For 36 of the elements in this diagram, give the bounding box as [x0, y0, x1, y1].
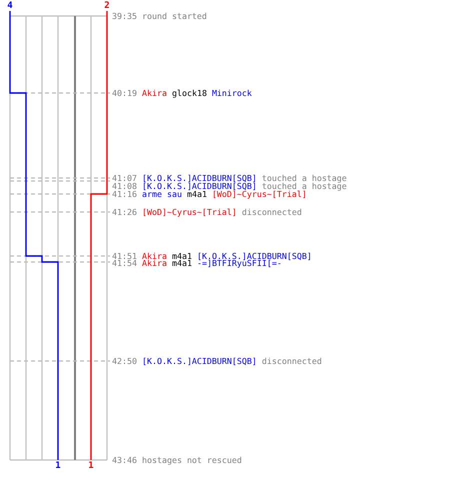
weapon-name: m4a1 — [172, 252, 192, 260]
timestamp: 41:08 — [112, 182, 137, 190]
player-name: [K.O.K.S.]ACIDBURN[SQB] — [142, 182, 257, 190]
player-name: Minirock — [212, 89, 252, 97]
event-text: touched a hostage — [262, 174, 347, 182]
player-count: 1 — [54, 461, 62, 471]
event-text: disconnected — [242, 208, 302, 216]
weapon-name: m4a1 — [172, 259, 192, 267]
player-name: Akira — [142, 252, 167, 260]
player-count: 1 — [87, 461, 95, 471]
timestamp: 42:50 — [112, 357, 137, 365]
weapon-name: glock18 — [172, 89, 207, 97]
weapon-name: m4a1 — [186, 190, 207, 198]
player-name: [K.O.K.S.]ACIDBURN[SQB] — [196, 252, 312, 260]
player-name: [K.O.K.S.]ACIDBURN[SQB] — [142, 174, 257, 182]
event-text: touched a hostage — [262, 182, 347, 190]
player-count: 2 — [103, 1, 111, 11]
player-name: -=]BTFIRyuSFII[=- — [196, 259, 282, 267]
event-text: hostages not rescued — [142, 456, 242, 464]
player-name: [WoD]~Cyrus~[Trial] — [142, 208, 237, 216]
player-name: Akira — [142, 259, 167, 267]
timestamp: 41:16 — [112, 190, 137, 198]
player-count: 4 — [6, 1, 14, 11]
event-text: round started — [142, 12, 207, 20]
event-text: disconnected — [262, 357, 322, 365]
player-name: [K.O.K.S.]ACIDBURN[SQB] — [142, 357, 257, 365]
timestamp: 39:35 — [112, 12, 137, 20]
timestamp: 43:46 — [112, 456, 137, 464]
player-name: arme sau — [142, 190, 182, 198]
timestamp: 41:51 — [112, 252, 137, 260]
timestamp: 40:19 — [112, 89, 137, 97]
player-name: Akira — [142, 89, 167, 97]
timestamp: 41:26 — [112, 208, 137, 216]
timestamp: 41:07 — [112, 174, 137, 182]
player-name: [WoD]~Cyrus~[Trial] — [212, 190, 307, 198]
timestamp: 41:54 — [112, 259, 137, 267]
